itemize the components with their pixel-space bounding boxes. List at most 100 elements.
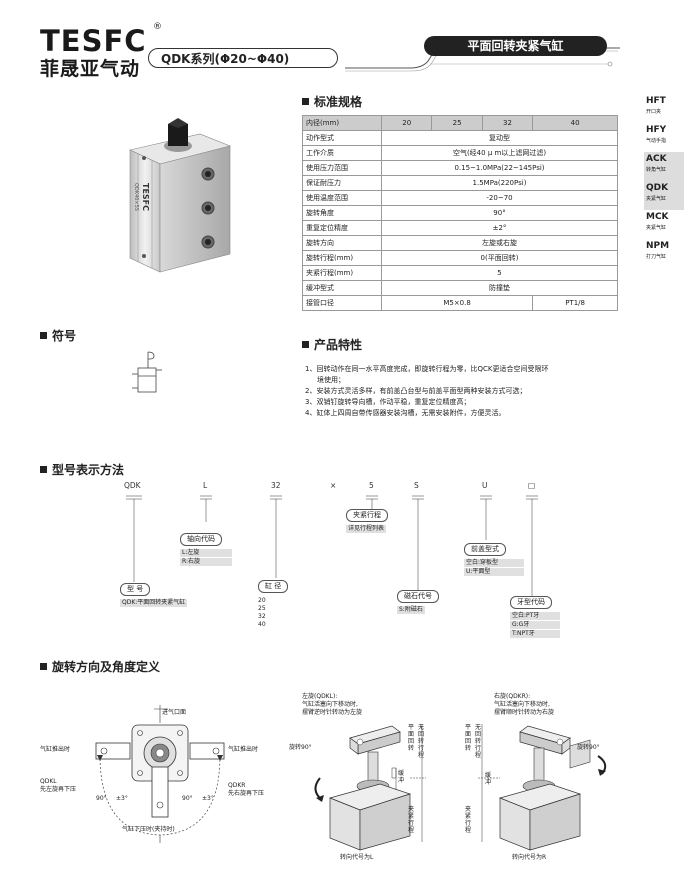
cover-opt: 空白:穿板型 bbox=[464, 559, 524, 567]
angle-left: 90° bbox=[96, 795, 107, 802]
code-qdk: QDK bbox=[124, 481, 141, 490]
buffer-left: 缓冲 bbox=[398, 770, 405, 784]
push-out-left: 气缸推出时 bbox=[40, 746, 71, 753]
feature-item: 1、回转动作在同一水平高度完成，即旋转行程为零，比QCK更适合空间受限环 bbox=[305, 365, 549, 373]
type-tag: 型 号 bbox=[120, 583, 151, 596]
type-desc: QDK:平面回转夹紧气缸 bbox=[120, 599, 188, 607]
table-row: 重复定位精度±2° bbox=[302, 220, 618, 236]
spec-title: 标准规格 bbox=[302, 93, 362, 110]
buffer-right: 缓冲 bbox=[485, 772, 492, 786]
product-model-print: QDK40×5S bbox=[133, 183, 139, 211]
magnet-desc: S:附磁石 bbox=[397, 606, 425, 614]
feature-item: 2、安装方式灵活多样，有前盖凸台型与前盖平面型两种安装方式可选； bbox=[305, 387, 527, 395]
clamp-stroke-left: 夹紧行程 bbox=[408, 806, 415, 834]
table-row: 工作介质空气(经40 μ m以上滤网过滤) bbox=[302, 145, 618, 161]
tolerance-right: ±3° bbox=[202, 795, 214, 802]
bore-vals: 20 25 32 40 bbox=[258, 597, 266, 628]
product-brand-print: TESFC bbox=[141, 183, 150, 211]
rotation-title: 旋转方向及角度定义 bbox=[40, 658, 160, 675]
table-row: 旋转方向左旋或右旋 bbox=[302, 235, 618, 251]
plane-rot-left: 平面回转 bbox=[408, 724, 415, 752]
caption-right: 转向代号为R bbox=[512, 854, 547, 861]
code-l: L bbox=[203, 481, 208, 490]
left-turn-diagram bbox=[314, 724, 426, 851]
thread-tag: 牙型代码 bbox=[510, 596, 552, 609]
bore-32: 32 bbox=[481, 115, 534, 131]
code-s: S bbox=[414, 481, 419, 490]
registered-mark: ® bbox=[153, 22, 162, 32]
features-title: 产品特性 bbox=[302, 336, 362, 353]
cover-opt: U:平面型 bbox=[464, 568, 524, 576]
push-out-right: 气缸推出时 bbox=[228, 746, 259, 753]
bore-25: 25 bbox=[431, 115, 483, 131]
rot90-right: 旋转90° bbox=[577, 744, 600, 751]
stroke-tag: 夹紧行程 bbox=[346, 509, 388, 522]
top-view-diagram bbox=[95, 705, 225, 843]
thread-opt: T:NPT牙 bbox=[510, 630, 560, 638]
bore-40: 40 bbox=[532, 115, 618, 131]
product-photo: TESFC QDK40×5S bbox=[129, 118, 231, 273]
spec-header-label: 内径(mm) bbox=[302, 115, 382, 131]
header-rule bbox=[345, 47, 620, 72]
rot90-left: 旋转90° bbox=[289, 744, 312, 751]
brand-logo-cn: 菲晟亚气动 bbox=[40, 58, 141, 80]
pneumatic-symbol bbox=[132, 351, 162, 393]
plane-rot-right: 平面回转 bbox=[465, 724, 472, 752]
axial-opt: R:右旋 bbox=[180, 558, 232, 566]
code-box: □ bbox=[528, 481, 536, 490]
left-turn-title: 左旋(QDKL): 气缸活塞向下移动时, 摆臂逆时针转动为左旋 bbox=[302, 693, 363, 716]
tolerance-left: ±3° bbox=[116, 795, 128, 802]
no-rot-right: 无回转行程 bbox=[475, 724, 482, 759]
axial-opt: L:左旋 bbox=[180, 549, 232, 557]
code-5: 5 bbox=[369, 481, 374, 490]
table-row: 动作型式复动型 bbox=[302, 130, 618, 146]
bore-20: 20 bbox=[380, 115, 433, 131]
stroke-desc: 详见行程列表 bbox=[346, 525, 387, 533]
symbol-title: 符号 bbox=[40, 327, 76, 344]
caption-left: 转向代号为L bbox=[340, 854, 374, 861]
angle-right: 90° bbox=[182, 795, 193, 802]
brand-logo-en: TESFC bbox=[40, 24, 147, 58]
clamp-stroke-right: 夹紧行程 bbox=[465, 806, 472, 834]
model-title: 型号表示方法 bbox=[40, 461, 124, 478]
bore-tag: 缸 径 bbox=[258, 580, 289, 593]
table-row: 使用温度范围-20~70 bbox=[302, 190, 618, 206]
right-turn-title: 右旋(QDKR): 气缸活塞向下移动时, 摆臂顺时针转动为右旋 bbox=[494, 693, 555, 716]
table-row: 夹紧行程(mm)5 bbox=[302, 265, 618, 281]
magnet-tag: 磁石代号 bbox=[397, 590, 439, 603]
feature-item: 4、缸体上四周自带传感器安装沟槽，无需安装附件，方便灵活。 bbox=[305, 409, 506, 417]
table-row: 旋转行程(mm)0(平面回转) bbox=[302, 250, 618, 266]
code-32: 32 bbox=[271, 481, 281, 490]
cover-tag: 前盖型式 bbox=[464, 543, 506, 556]
feature-item: 境使用； bbox=[317, 376, 345, 384]
no-rot-left: 无回转行程 bbox=[418, 724, 425, 759]
axial-code-tag: 轴向代码 bbox=[180, 533, 222, 546]
code-u: U bbox=[482, 481, 488, 490]
code-x: × bbox=[330, 481, 337, 490]
thread-opt: 空白:PT牙 bbox=[510, 612, 560, 620]
feature-item: 3、双销钉旋转导向槽，作动平稳，重复定位精度高； bbox=[305, 398, 471, 406]
page-title: 平面回转夹紧气缸 bbox=[424, 36, 607, 56]
clamp-time-label: 气缸下压时(夹持时) bbox=[122, 826, 175, 833]
model-connector-lines bbox=[126, 495, 538, 596]
spec-table: 内径(mm) 20 25 32 40 动作型式复动型 工作介质空气(经40 μ … bbox=[302, 115, 618, 311]
right-turn-diagram bbox=[478, 724, 607, 851]
thread-opt: G:G牙 bbox=[510, 621, 560, 629]
series-label: QDK系列(Φ20~Φ40) bbox=[148, 48, 338, 68]
table-row: 缓冲型式防撞垫 bbox=[302, 280, 618, 296]
inlet-label: 进气口面 bbox=[162, 709, 187, 716]
features-list: 1、回转动作在同一水平高度完成，即旋转行程为零，比QCK更适合空间受限环 境使用… bbox=[305, 364, 548, 419]
